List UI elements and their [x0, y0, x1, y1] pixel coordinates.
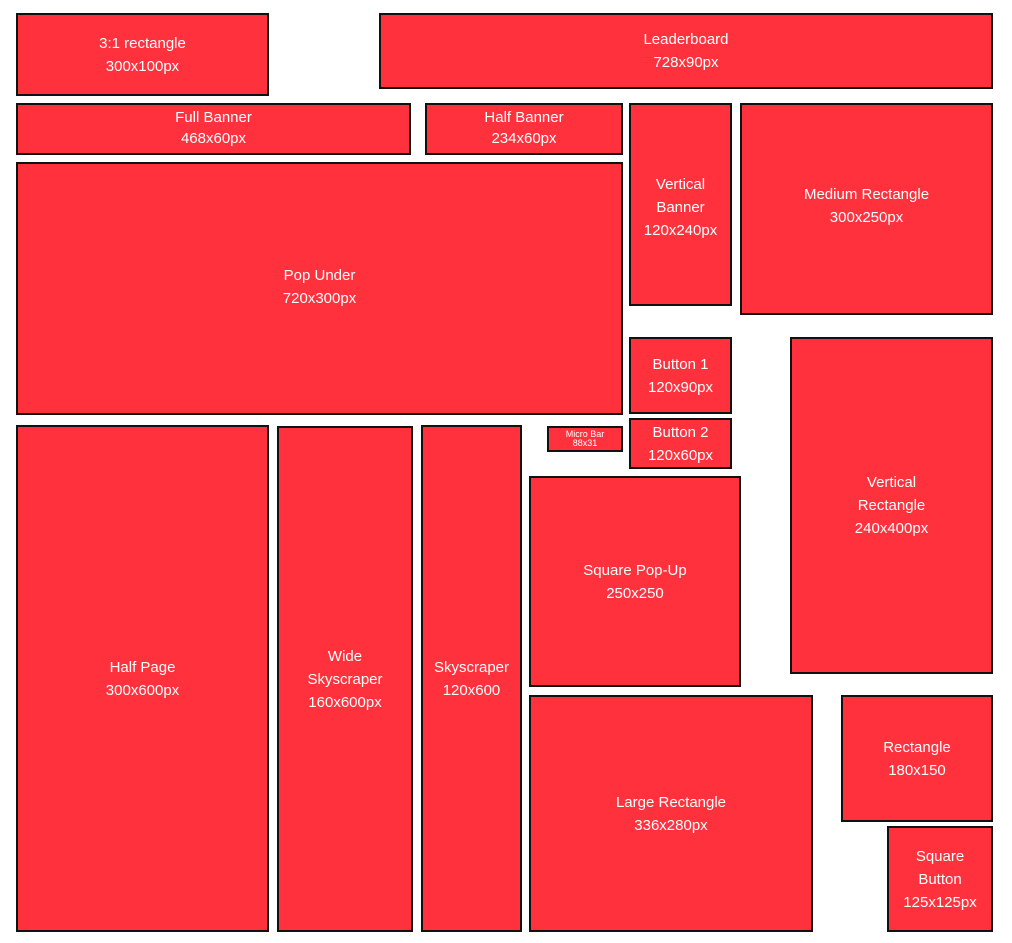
ad-name: Square Button — [915, 847, 965, 888]
ad-vertical-rectangle: Vertical Rectangle 240x400px — [790, 337, 993, 674]
ad-name: Full Banner — [175, 109, 252, 126]
ad-leaderboard: Leaderboard 728x90px — [379, 13, 993, 89]
ad-size: 125x125px — [903, 893, 977, 911]
ad-size: 88x31 — [572, 438, 598, 448]
ad-size: 120x600 — [442, 681, 501, 699]
ad-name: Square Pop-Up — [583, 561, 687, 579]
ad-full-banner: Full Banner 468x60px — [16, 103, 411, 155]
ad-size: 234x60px — [491, 130, 557, 147]
ad-size: 120x240px — [643, 222, 718, 239]
ad-button-2: Button 2 120x60px — [629, 418, 732, 469]
ad-name: Vertical Banner — [655, 176, 706, 216]
ad-name: Vertical Rectangle — [857, 474, 926, 514]
ad-half-banner: Half Banner 234x60px — [425, 103, 623, 155]
ad-name: Pop Under — [283, 267, 356, 284]
ad-name: Button 2 — [652, 423, 709, 441]
ad-size: 120x60px — [647, 446, 714, 464]
ad-name: 3:1 rectangle — [99, 34, 186, 52]
ad-pop-under: Pop Under 720x300px — [16, 162, 623, 415]
ad-size: 120x90px — [647, 378, 714, 396]
ad-name: Half Page — [109, 658, 176, 676]
ad-size: 728x90px — [653, 54, 719, 71]
ad-rectangle: Rectangle 180x150 — [841, 695, 993, 822]
ad-skyscraper: Skyscraper 120x600 — [421, 425, 522, 932]
ad-3-1-rectangle: 3:1 rectangle 300x100px — [16, 13, 269, 96]
ad-medium-rectangle: Medium Rectangle 300x250px — [740, 103, 993, 315]
ad-size: 336x280px — [634, 816, 708, 834]
ad-name: Rectangle — [883, 738, 951, 756]
ad-wide-skyscraper: Wide Skyscraper 160x600px — [277, 426, 413, 932]
ad-name: Micro Bar — [565, 429, 605, 439]
ad-square-button: Square Button 125x125px — [887, 826, 993, 932]
ad-size: 468x60px — [180, 130, 247, 147]
ad-name: Leaderboard — [643, 31, 729, 48]
ad-name: Wide Skyscraper — [307, 647, 383, 688]
ad-name: Skyscraper — [433, 658, 510, 676]
ad-square-popup: Square Pop-Up 250x250 — [529, 476, 741, 687]
ad-half-page: Half Page 300x600px — [16, 425, 269, 932]
ad-name: Large Rectangle — [615, 793, 727, 811]
ad-name: Half Banner — [484, 109, 564, 126]
ad-size: 300x250px — [829, 209, 904, 226]
ad-size: 250x250 — [606, 584, 664, 602]
ad-name: Medium Rectangle — [803, 186, 930, 203]
ad-size: 240x400px — [854, 520, 929, 537]
ad-size: 300x100px — [105, 57, 180, 75]
ad-large-rectangle: Large Rectangle 336x280px — [529, 695, 813, 932]
ad-micro-bar: Micro Bar 88x31 — [547, 426, 623, 452]
ad-vertical-banner: Vertical Banner 120x240px — [629, 103, 732, 306]
ad-size: 180x150 — [888, 761, 946, 779]
ad-name: Button 1 — [652, 355, 709, 373]
ad-button-1: Button 1 120x90px — [629, 337, 732, 414]
ad-size: 720x300px — [282, 290, 357, 307]
ad-size: 300x600px — [105, 681, 180, 699]
ad-size: 160x600px — [308, 693, 382, 711]
